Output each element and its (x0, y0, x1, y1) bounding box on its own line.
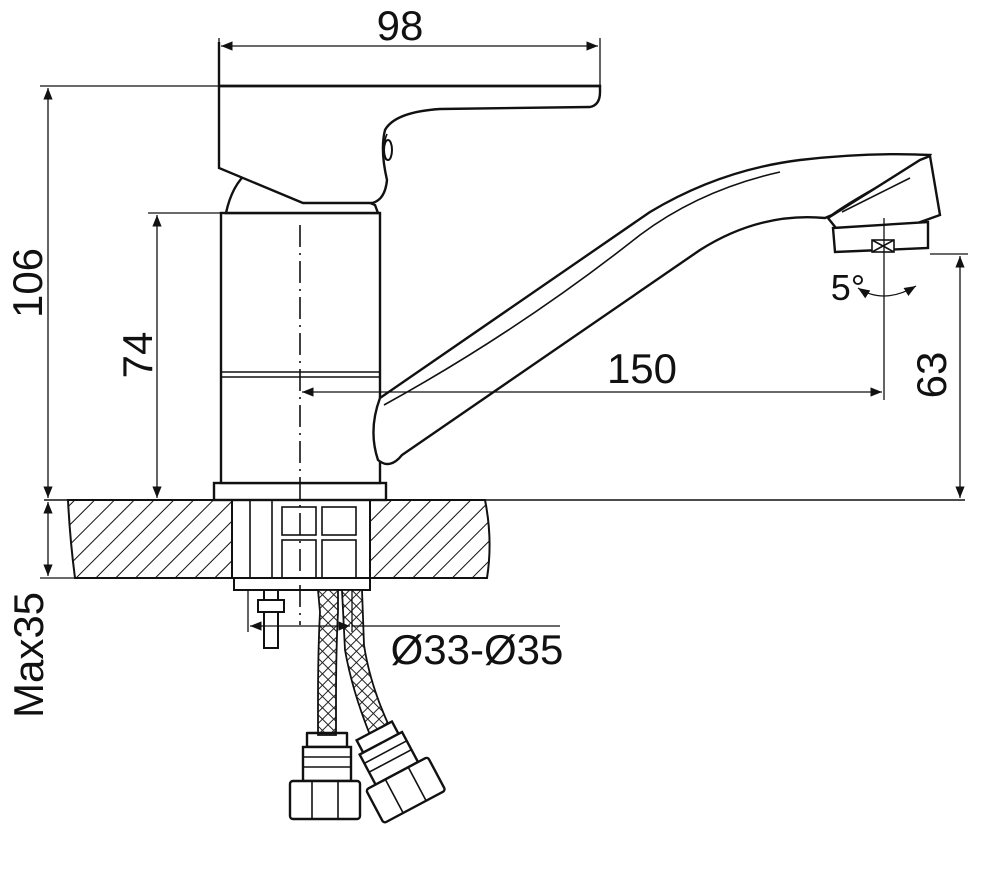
hose-nut-right (365, 756, 446, 824)
supply-hoses (288, 589, 446, 824)
dim-hole-diameter: Ø33-Ø35 (247, 590, 564, 673)
dim-body-height: 74 (114, 212, 221, 498)
dim-total-height-label: 106 (4, 248, 51, 318)
dim-handle-width: 98 (218, 2, 601, 86)
dim-spout-reach: 150 (302, 218, 885, 400)
dim-spout-height-label: 63 (908, 352, 955, 399)
dim-max-deck-thickness: Max35 (5, 502, 75, 718)
dim-swivel-angle: 5° (831, 267, 917, 308)
dim-swivel-angle-label: 5° (831, 267, 865, 308)
hose-right (341, 589, 392, 737)
dim-max-deck-thickness-label: Max35 (5, 592, 52, 718)
spout (372, 152, 942, 466)
dim-body-height-label: 74 (114, 332, 161, 379)
lever-handle (217, 42, 602, 205)
dim-total-height: 106 (4, 85, 219, 498)
mounting-assembly (231, 499, 371, 649)
hose-nut-left (288, 779, 362, 821)
mounting-stud (263, 589, 279, 649)
dim-handle-width-label: 98 (377, 2, 424, 49)
dim-hole-diameter-label: Ø33-Ø35 (391, 626, 564, 673)
aerator (831, 220, 930, 254)
countertop (44, 499, 965, 579)
mounting-plate (233, 577, 371, 591)
dim-spout-reach-label: 150 (607, 345, 677, 392)
dim-spout-height: 63 (908, 253, 968, 498)
hose-left (317, 589, 339, 736)
